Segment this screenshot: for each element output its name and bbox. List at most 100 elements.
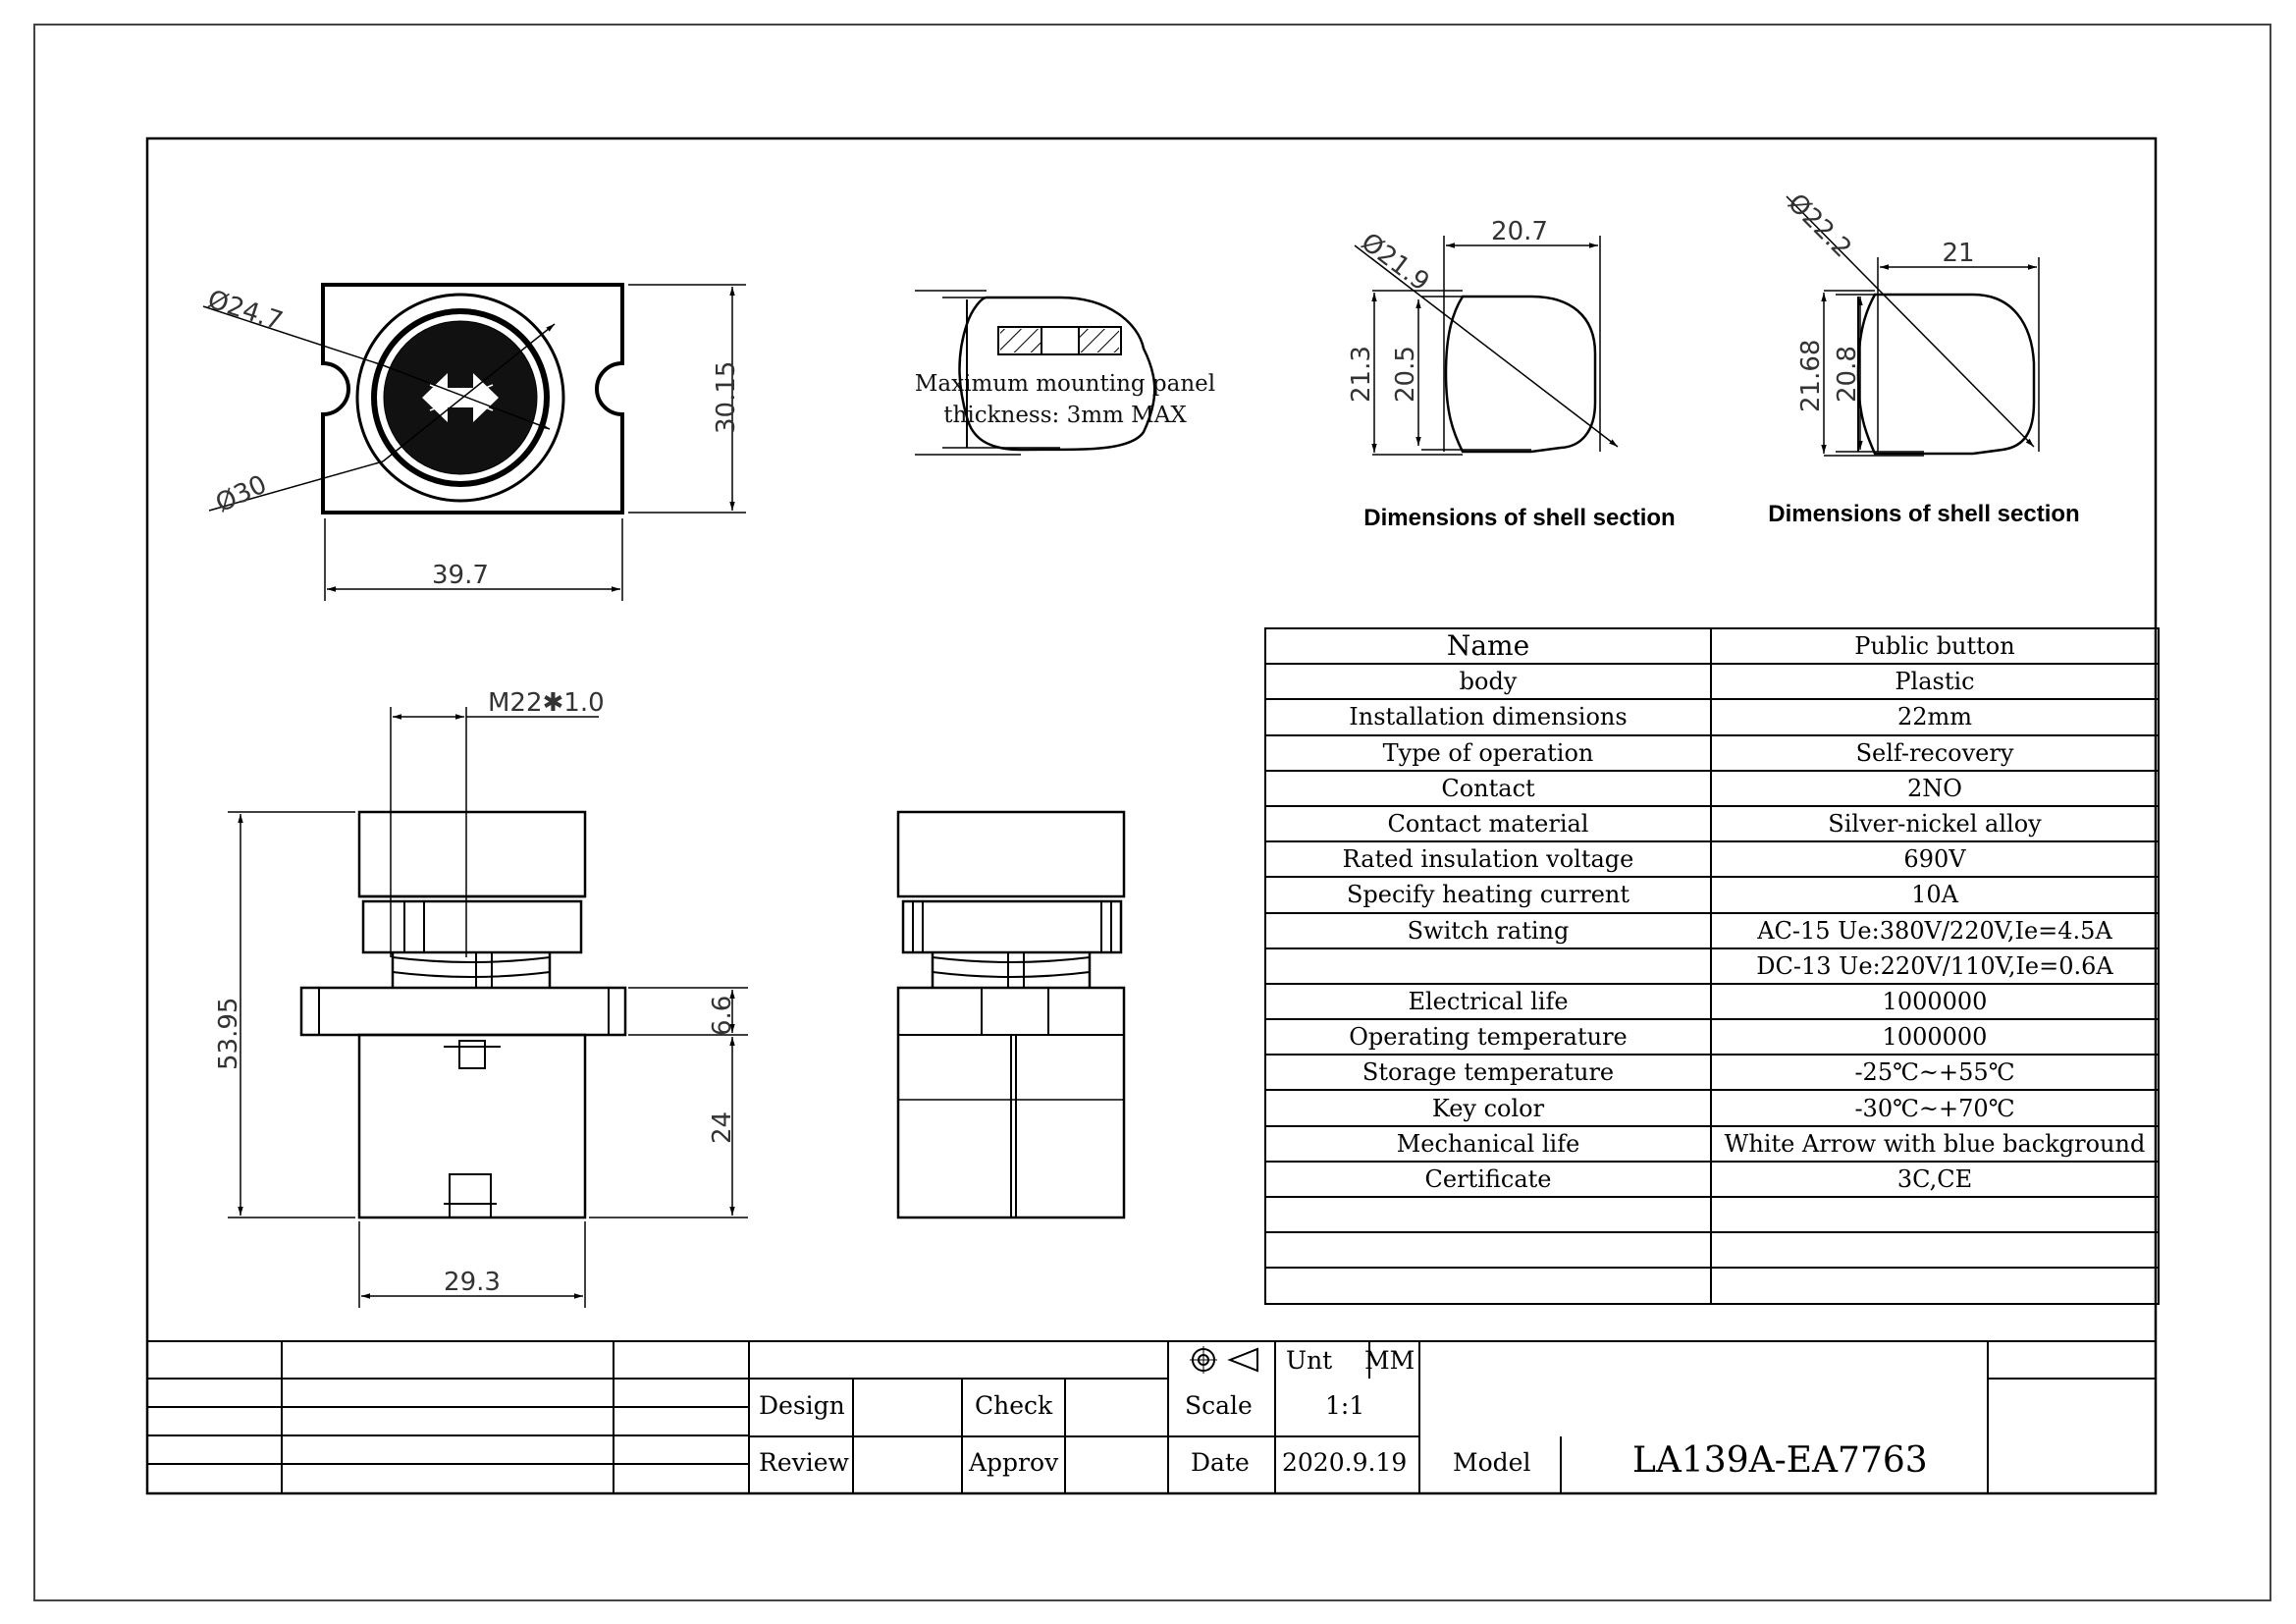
shell1-caption: Dimensions of shell section xyxy=(1363,505,1675,531)
front-flange-outline xyxy=(321,283,624,514)
spec-label: Contact material xyxy=(1264,804,1712,843)
shell-2-outline xyxy=(1856,293,2036,456)
scale-label: Scale xyxy=(1185,1391,1253,1420)
spec-value: 690V xyxy=(1710,840,2160,879)
dim-shell1-width: 20.7 xyxy=(1491,217,1548,246)
dim-shell1-outer-height: 21.3 xyxy=(1347,346,1376,403)
dim-shell1-inner-height: 20.5 xyxy=(1391,346,1420,403)
side-view xyxy=(228,707,748,1308)
spec-row: Key color-30℃~+70℃ xyxy=(1264,1089,2160,1127)
panel-note-line1: Maximum mounting panel xyxy=(915,371,1215,397)
shell2-caption: Dimensions of shell section xyxy=(1768,501,2079,527)
spec-label: Contact xyxy=(1264,769,1712,807)
date-label: Date xyxy=(1191,1448,1250,1477)
dim-shell2-inner-height: 20.8 xyxy=(1833,346,1862,403)
dim-body-width: 29.3 xyxy=(444,1268,501,1297)
dim-bezel-diameter: Ø24.7 xyxy=(204,285,287,337)
dim-shell2-outer-height: 21.68 xyxy=(1796,340,1826,412)
shell-section-1 xyxy=(915,236,1619,456)
side-view-2 xyxy=(896,810,1126,1219)
spec-label: Rated insulation voltage xyxy=(1264,840,1712,879)
model-value: LA139A-EA7763 xyxy=(1632,1440,1928,1481)
spec-value: 10A xyxy=(1710,876,2160,914)
spec-label: Key color xyxy=(1264,1089,1712,1127)
model-label: Model xyxy=(1453,1448,1531,1477)
spec-row: DC-13 Ue:220V/110V,Ie=0.6A xyxy=(1264,947,2160,985)
spec-row xyxy=(1264,1231,2160,1270)
spec-label: Mechanical life xyxy=(1264,1124,1712,1163)
spec-label: Storage temperature xyxy=(1264,1054,1712,1092)
bezel-outer-circle xyxy=(355,293,565,503)
front-view xyxy=(202,283,746,601)
review-label: Review xyxy=(759,1448,849,1477)
sheet-outer-border xyxy=(33,24,2271,1601)
date-value: 2020.9.19 xyxy=(1282,1448,1408,1477)
spec-label: Specify heating current xyxy=(1264,876,1712,914)
dim-flange-diameter: Ø30 xyxy=(211,470,271,519)
spec-value: White Arrow with blue background xyxy=(1710,1124,2160,1163)
spec-label xyxy=(1264,1231,1712,1270)
dim-shell1-diameter: Ø21.9 xyxy=(1356,228,1435,298)
spec-value: Plastic xyxy=(1710,663,2160,701)
check-label: Check xyxy=(975,1391,1053,1420)
spec-label: Type of operation xyxy=(1264,733,1712,772)
spec-value: Silver-nickel alloy xyxy=(1710,804,2160,843)
spec-row xyxy=(1264,1267,2160,1305)
spec-value xyxy=(1710,1195,2160,1234)
design-label: Design xyxy=(759,1391,845,1420)
projection-symbol-icon xyxy=(1190,1346,1258,1374)
spec-label: Certificate xyxy=(1264,1160,1712,1199)
spec-value: Public button xyxy=(1710,626,2160,666)
spec-value xyxy=(1710,1267,2160,1305)
title-block-grid xyxy=(147,1340,2156,1493)
spec-value: 3C,CE xyxy=(1710,1160,2160,1199)
spec-value: 1000000 xyxy=(1710,982,2160,1021)
dim-total-height: 53.95 xyxy=(214,998,243,1070)
spec-row: Storage temperature-25℃~+55℃ xyxy=(1264,1054,2160,1092)
spec-value: DC-13 Ue:220V/110V,Ie=0.6A xyxy=(1710,947,2160,985)
spec-value: AC-15 Ue:380V/220V,Ie=4.5A xyxy=(1710,911,2160,949)
unit-value: MM xyxy=(1364,1346,1415,1375)
spec-label xyxy=(1264,947,1712,985)
shell-section-2 xyxy=(1786,195,2040,457)
shell-1-outline xyxy=(958,296,1156,452)
spec-value: 2NO xyxy=(1710,769,2160,807)
dim-shell2-width: 21 xyxy=(1942,239,1974,268)
shell-1-body xyxy=(1372,290,1597,456)
spec-label: body xyxy=(1264,663,1712,701)
spec-label: Electrical life xyxy=(1264,982,1712,1021)
spec-label xyxy=(1264,1195,1712,1234)
spec-label: Switch rating xyxy=(1264,911,1712,949)
spec-label: Installation dimensions xyxy=(1264,698,1712,736)
spec-value: -25℃~+55℃ xyxy=(1710,1054,2160,1092)
scale-value: 1:1 xyxy=(1325,1391,1365,1420)
dim-shell2-diameter: Ø22.2 xyxy=(1782,189,1857,264)
spec-label: Name xyxy=(1264,626,1712,666)
dim-flange-height: 6.6 xyxy=(708,996,737,1036)
spec-label: Operating temperature xyxy=(1264,1018,1712,1056)
dim-body-height: 24 xyxy=(708,1111,737,1144)
spec-value: 22mm xyxy=(1710,698,2160,736)
panel-section-symbol xyxy=(997,326,1122,355)
spec-value: Self-recovery xyxy=(1710,733,2160,772)
spec-value: -30℃~+70℃ xyxy=(1710,1089,2160,1127)
spec-value xyxy=(1710,1231,2160,1270)
spec-value: 1000000 xyxy=(1710,1018,2160,1056)
spec-row xyxy=(1264,1195,2160,1234)
unit-label: Unt xyxy=(1286,1346,1333,1375)
